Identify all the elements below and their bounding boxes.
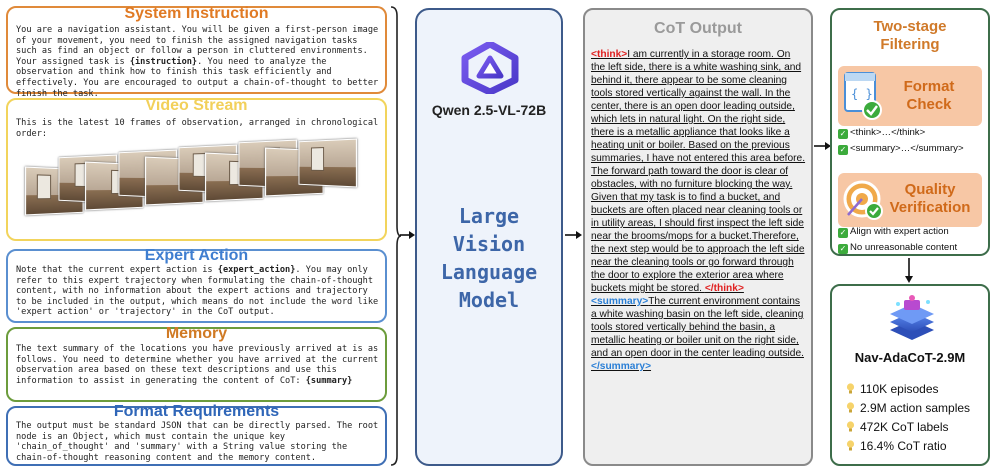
memory-title: Memory — [165, 325, 228, 342]
summary-open-tag: <summary> — [591, 296, 649, 307]
video-frame — [298, 138, 357, 188]
arrow-to-dataset — [905, 258, 913, 283]
format-check-item-think: ✓<think>…</think> — [838, 127, 926, 139]
cot-output-panel: CoT Output <think>I am currently in a st… — [583, 8, 813, 466]
database-stack-icon — [890, 295, 934, 340]
format-requirements-panel: Format Requirements The output must be s… — [6, 403, 387, 466]
format-check-label: Format Check — [903, 78, 955, 113]
quality-verification-box: Quality Verification — [838, 173, 982, 227]
lightbulb-icon — [846, 440, 855, 451]
stat-action-samples: 2.9M action samples — [846, 401, 970, 415]
think-content: I am currently in a storage room. On the… — [591, 49, 806, 294]
format-requirements-text: The output must be standard JSON that ca… — [16, 421, 379, 463]
model-name: Qwen 2.5-VL-72B — [431, 102, 547, 118]
arrow-to-cot — [565, 231, 582, 239]
system-instruction-panel: System Instruction You are a navigation … — [6, 5, 387, 99]
memory-text: The text summary of the locations you ha… — [16, 344, 379, 386]
stat-cot-ratio: 16.4% CoT ratio — [846, 439, 947, 453]
summary-close-tag: </summary> — [591, 361, 652, 372]
think-open-tag: <think> — [591, 49, 628, 60]
dataset-name: Nav-AdaCoT-2.9M — [854, 350, 966, 365]
cot-output-title: CoT Output — [654, 20, 742, 37]
check-icon: ✓ — [838, 145, 848, 155]
lightbulb-icon — [846, 421, 855, 432]
system-instruction-text: You are a navigation assistant. You will… — [16, 25, 379, 99]
qwen-logo-icon — [461, 42, 519, 94]
filtering-title: Two-stage Filtering — [873, 18, 947, 53]
memory-panel: Memory The text summary of the locations… — [6, 325, 387, 402]
target-check-icon — [843, 180, 883, 220]
dataset-panel: Nav-AdaCoT-2.9M 110K episodes 2.9M actio… — [830, 284, 990, 466]
lightbulb-icon — [846, 383, 855, 394]
svg-text:{ }: { } — [851, 87, 873, 101]
lightbulb-icon — [846, 402, 855, 413]
check-icon: ✓ — [838, 228, 848, 238]
stat-episodes: 110K episodes — [846, 382, 939, 396]
video-stream-title: Video Stream — [145, 97, 248, 114]
video-stream-text: This is the latest 10 frames of observat… — [16, 118, 379, 139]
format-check-item-summary: ✓<summary>…</summary> — [838, 143, 964, 155]
model-panel: Qwen 2.5-VL-72B Large Vision Language Mo… — [415, 8, 563, 466]
document-check-icon: { } — [844, 72, 882, 120]
arrow-to-filter — [814, 142, 831, 150]
expert-action-text: Note that the current expert action is {… — [16, 265, 379, 318]
arrow-to-model — [400, 231, 415, 239]
cot-output-text: <think>I am currently in a storage room.… — [591, 48, 807, 373]
quality-item-no-unreasonable: ✓No unreasonable content — [838, 242, 958, 254]
stat-cot-labels: 472K CoT labels — [846, 420, 949, 434]
quality-item-align: ✓Align with expert action — [838, 226, 949, 238]
expert-action-title: Expert Action — [144, 247, 249, 264]
quality-verification-label: Quality Verification — [889, 181, 971, 216]
check-icon: ✓ — [838, 129, 848, 139]
input-bracket — [390, 6, 402, 466]
format-check-box: { } Format Check — [838, 66, 982, 126]
model-type: Large Vision Language Model — [440, 204, 538, 312]
summary-content: The current environment contains a white… — [591, 296, 804, 359]
format-requirements-title: Format Requirements — [113, 403, 280, 420]
expert-action-panel: Expert Action Note that the current expe… — [6, 247, 387, 323]
two-stage-filtering-panel: Two-stage Filtering { } Format Check ✓<t… — [830, 8, 990, 256]
think-close-tag: </think> — [704, 283, 744, 294]
video-stream-panel: Video Stream This is the latest 10 frame… — [6, 97, 387, 241]
system-instruction-title: System Instruction — [124, 5, 269, 22]
check-icon: ✓ — [838, 244, 848, 254]
